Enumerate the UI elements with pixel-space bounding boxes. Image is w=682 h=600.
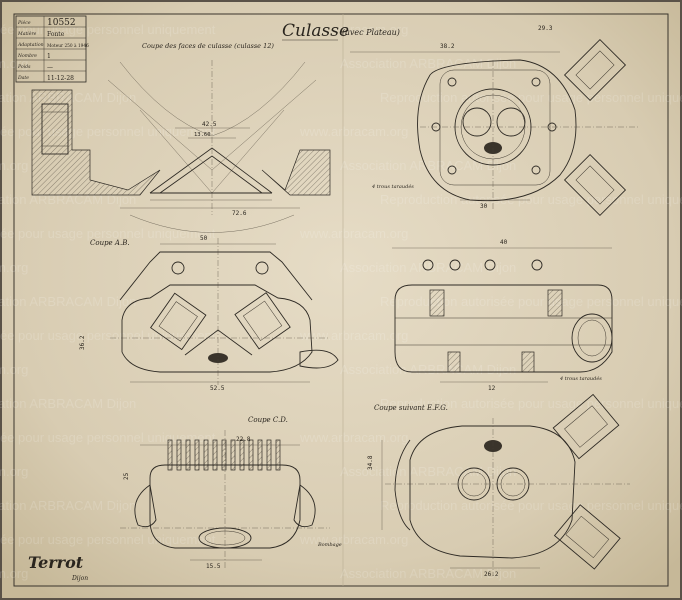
dim-label: 72.6 (232, 210, 247, 217)
section-label-ab: Coupe A.B. (90, 239, 130, 247)
dim-label: 22.8 (236, 436, 251, 443)
drawing-subtitle: (avec Plateau) (342, 28, 400, 37)
cooling-fin (239, 439, 245, 471)
cooling-fin (275, 439, 281, 471)
watermark-text: Reproduction autorisée pour usage person… (0, 532, 216, 547)
dim-label: 42.5 (202, 121, 217, 128)
section-label-cd: Coupe C.D. (248, 416, 288, 424)
cooling-fin (212, 439, 218, 471)
cooling-fin (176, 439, 182, 471)
drawing-title: Culasse (282, 21, 349, 41)
cooling-fin (266, 439, 272, 471)
title-block-label: Piéce (17, 19, 31, 26)
title-block-value: Moteur 250 à 1946 (47, 44, 89, 49)
cooling-fin (185, 439, 191, 471)
dim-label: 40 (500, 239, 508, 246)
watermark-text: www.arbracam.org (299, 22, 408, 37)
dim-label: 13.60 (194, 132, 211, 138)
watermark-text: www.arbracam.org (299, 328, 408, 343)
title-block-value: 11-12-28 (47, 75, 74, 82)
sheet-border (13, 13, 669, 587)
section-combustion-faces: Coupe des faces de culasse (culasse 12) … (31, 42, 331, 233)
watermark-text: Association ARBRACAM Dijon (340, 362, 516, 377)
title-block-label: Nombre (17, 53, 37, 59)
cooling-fin (230, 439, 236, 471)
elevation-view-right: 40 12 4 trous taraudés (392, 239, 613, 392)
watermark-text: Association ARBRACAM Dijon (0, 192, 136, 207)
watermark-text: Reproduction autorisée pour usage person… (380, 192, 682, 207)
title-block-value: — (47, 64, 53, 71)
cooling-fin (257, 439, 263, 471)
section-ab: Coupe A.B. 50 52.5 36.2 (79, 235, 339, 392)
dim-label: 36.2 (79, 335, 86, 350)
title-block-value: Fonte (47, 31, 65, 38)
watermark-text: www.arbracam.org (299, 226, 408, 241)
title-block-label: Matière (17, 30, 37, 37)
watermark-text: Association ARBRACAM Dijon (0, 396, 136, 411)
cooling-fin (248, 439, 254, 471)
cooling-fin (221, 439, 227, 471)
section-label-ef: Coupe suivant E.F.G. (374, 404, 448, 412)
dim-label: 12 (488, 385, 496, 392)
watermark-text: www.arbracam.org (0, 158, 28, 173)
watermark-text: Association ARBRACAM Dijon (340, 260, 516, 275)
brand-logo: Terrot (28, 553, 84, 572)
cooling-fins (167, 439, 281, 471)
dim-label: 34.8 (367, 455, 374, 470)
watermark-text: Association ARBRACAM Dijon (340, 158, 516, 173)
dim-label: 30 (480, 203, 488, 210)
dim-label: 26.2 (484, 571, 499, 578)
watermark-text: Association ARBRACAM Dijon (0, 294, 136, 309)
watermark-text: Reproduction autorisée pour usage person… (380, 396, 682, 411)
dim-label: 38.2 (440, 43, 455, 50)
watermark-text: www.arbracam.org (299, 124, 408, 139)
note: Bombage (317, 542, 342, 548)
watermark-text: Reproduction autorisée pour usage person… (0, 226, 216, 241)
watermark-text: Reproduction autorisée pour usage person… (380, 90, 682, 105)
dim-label: 50 (200, 235, 208, 242)
watermark-text: Association ARBRACAM Dijon (340, 566, 516, 581)
plan-view-top: 38.2 29.3 30 4 trous taraudés (350, 25, 640, 217)
watermark-text: Reproduction autorisée pour usage person… (380, 294, 682, 309)
section-efg: Coupe suivant E.F.G. 34.8 26.2 (367, 393, 630, 578)
watermark-text: www.arbracam.org (299, 430, 408, 445)
brand-city: Dijon (71, 575, 88, 582)
watermark-text: Reproduction autorisée pour usage person… (0, 328, 216, 343)
dim-label: 52.5 (210, 385, 225, 392)
title-block-value: 1 (47, 53, 51, 60)
watermark-text: www.arbracam.org (0, 260, 28, 275)
watermark-text: www.arbracam.org (0, 566, 28, 581)
watermark-text: Reproduction autorisée pour usage person… (380, 498, 682, 513)
watermark-text: Reproduction autorisée pour usage person… (0, 22, 216, 37)
dim-label: 15.5 (206, 563, 221, 570)
note: 4 trous taraudés (371, 183, 414, 190)
dim-label: 25 (123, 472, 130, 480)
title-block-label: Adaptation (17, 42, 44, 48)
title-block-label: Date (17, 75, 29, 81)
watermark-text: www.arbracam.org (0, 362, 28, 377)
watermark-text: www.arbracam.org (0, 464, 28, 479)
dim-label: 29.3 (538, 25, 553, 32)
watermark-text: www.arbracam.org (299, 532, 408, 547)
watermark-text: Association ARBRACAM Dijon (0, 498, 136, 513)
cooling-fin (194, 439, 200, 471)
section-label-top-left: Coupe des faces de culasse (culasse 12) (142, 42, 274, 50)
cooling-fin (167, 439, 173, 471)
watermark-text: Association ARBRACAM Dijon (340, 56, 516, 71)
cooling-fin (203, 439, 209, 471)
watermark-text: Reproduction autorisée pour usage person… (0, 430, 216, 445)
section-cd: Coupe C.D. 22.8 15.5 25 Bombage (120, 416, 342, 570)
title-block-value: 10552 (47, 18, 76, 28)
note: 4 trous taraudés (559, 375, 602, 382)
title-block-label: Poids (17, 64, 31, 70)
